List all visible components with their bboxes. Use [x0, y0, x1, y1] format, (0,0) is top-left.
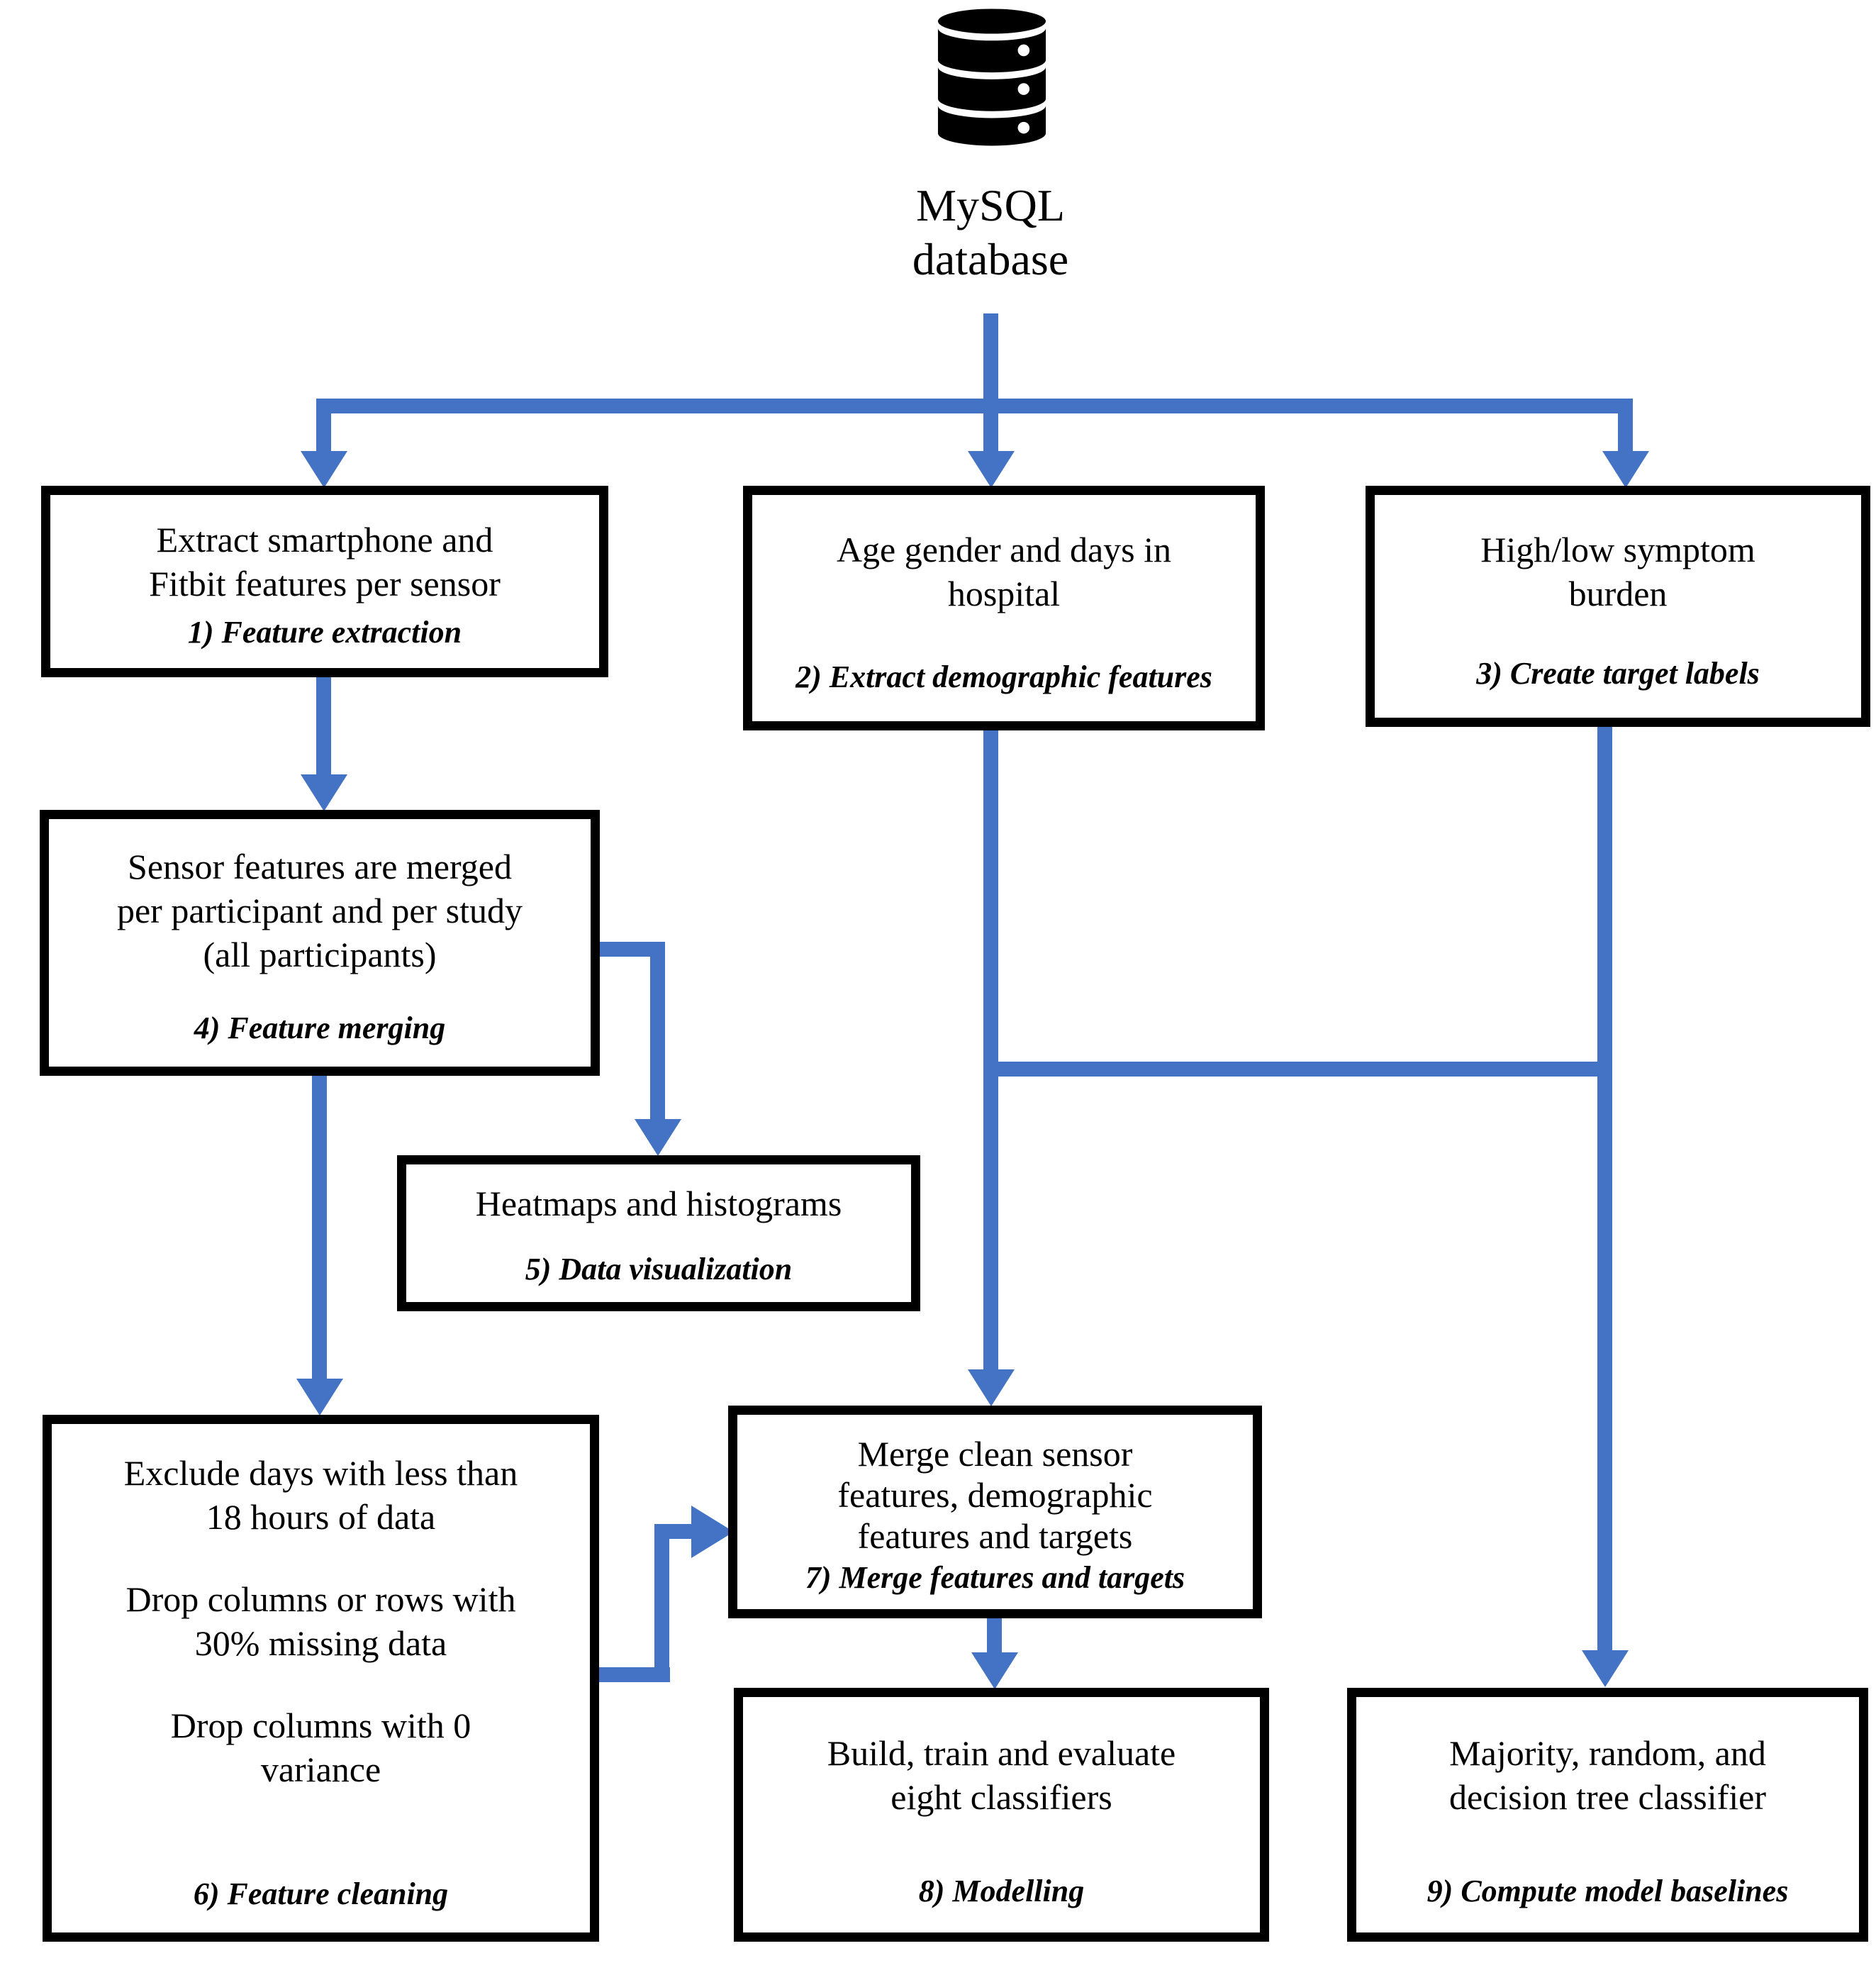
title-line: Merge clean sensor: [857, 1434, 1133, 1474]
title-line: (all participants): [203, 935, 437, 974]
node-title: Sensor features are merged per participa…: [117, 845, 523, 977]
node-data-visualization: Heatmaps and histograms 5) Data visualiz…: [397, 1155, 920, 1311]
arrowhead-into-feature-merging: [301, 774, 347, 811]
step-label: 5) Data visualization: [525, 1252, 793, 1286]
connector-cleaning-to-merge-h2: [654, 1524, 693, 1539]
arrowhead-into-model-baselines: [1582, 1650, 1629, 1687]
connector-drop-right: [1618, 413, 1633, 454]
connector-demographics-to-merge: [983, 730, 998, 1370]
title-line: features, demographic: [837, 1475, 1153, 1515]
node-title: Extract smartphone and Fitbit features p…: [149, 518, 501, 606]
connector-merging-to-visualization-v: [650, 942, 665, 1120]
step-label: 4) Feature merging: [194, 1011, 446, 1045]
connector-cleaning-to-merge-v: [654, 1524, 669, 1682]
arrowhead-into-target-labels: [1602, 451, 1649, 488]
arrowhead-into-merge-features-targets: [968, 1369, 1015, 1406]
node-merge-features-targets: Merge clean sensor features, demographic…: [728, 1406, 1262, 1618]
title-line: Sensor features are merged: [128, 847, 512, 886]
step-label: 2) Extract demographic features: [795, 660, 1212, 694]
title-line: decision tree classifier: [1448, 1777, 1767, 1817]
node-model-baselines: Majority, random, and decision tree clas…: [1347, 1688, 1868, 1942]
title-line: Build, train and evaluate: [827, 1733, 1176, 1773]
title-line: per participant and per study: [116, 891, 523, 930]
node-feature-cleaning: Exclude days with less than 18 hours of …: [43, 1415, 599, 1942]
connector-merging-to-visualization-h: [600, 942, 665, 957]
title-line: burden: [1568, 574, 1668, 613]
database-label-line: database: [912, 234, 1069, 284]
node-feature-merging: Sensor features are merged per participa…: [40, 810, 600, 1076]
title-line: Extract smartphone and: [156, 520, 493, 560]
arrowhead-into-demographic-features: [968, 451, 1015, 488]
node-demographic-features: Age gender and days in hospital 2) Extra…: [743, 486, 1265, 730]
title-line: variance: [260, 1750, 381, 1789]
title-line: Drop columns or rows with: [125, 1579, 516, 1619]
database-icon: [937, 9, 1046, 146]
title-line: Heatmaps and histograms: [475, 1184, 842, 1223]
title-line: Drop columns with 0: [170, 1706, 471, 1745]
connector-merging-to-cleaning: [312, 1076, 327, 1379]
node-title: Exclude days with less than 18 hours of …: [124, 1451, 518, 1791]
step-label: 6) Feature cleaning: [193, 1876, 449, 1911]
step-label: 1) Feature extraction: [187, 615, 462, 650]
node-modelling: Build, train and evaluate eight classifi…: [734, 1688, 1269, 1942]
title-line: Fitbit features per sensor: [149, 564, 501, 604]
step-label: 8) Modelling: [918, 1874, 1085, 1908]
connector-db-stem: [983, 313, 998, 399]
node-title: Age gender and days in hospital: [837, 528, 1171, 616]
node-title: Heatmaps and histograms: [476, 1181, 842, 1225]
node-title: Majority, random, and decision tree clas…: [1449, 1731, 1766, 1819]
title-line: 30% missing data: [194, 1623, 447, 1663]
database-label: MySQL database: [778, 179, 1203, 287]
title-line: Exclude days with less than: [123, 1453, 518, 1493]
connector-cleaning-to-merge-h1: [599, 1667, 670, 1682]
node-title: Merge clean sensor features, demographic…: [837, 1433, 1152, 1557]
connector-merge-to-modelling: [987, 1618, 1002, 1654]
title-line: Majority, random, and: [1449, 1733, 1766, 1773]
node-target-labels: High/low symptom burden 3) Create target…: [1366, 486, 1870, 727]
connector-drop-middle: [983, 413, 998, 454]
connector-drop-left: [316, 413, 331, 454]
title-line: Age gender and days in: [836, 530, 1172, 569]
cleaning-rule: Exclude days with less than 18 hours of …: [124, 1451, 518, 1539]
connector-targets-junction-bar: [983, 1062, 1612, 1077]
node-title: Build, train and evaluate eight classifi…: [827, 1731, 1176, 1819]
database-label-line: MySQL: [916, 180, 1065, 230]
title-line: eight classifiers: [890, 1777, 1112, 1817]
node-feature-extraction: Extract smartphone and Fitbit features p…: [41, 486, 608, 677]
arrowhead-into-modelling: [971, 1652, 1018, 1689]
arrowhead-into-data-visualization: [635, 1119, 681, 1156]
title-line: features and targets: [857, 1516, 1133, 1556]
step-label: 3) Create target labels: [1476, 656, 1760, 691]
connector-targets-to-baselines: [1597, 727, 1612, 1650]
arrowhead-into-feature-cleaning: [296, 1379, 343, 1416]
arrowhead-right-into-merge: [691, 1506, 734, 1558]
arrowhead-into-feature-extraction: [301, 451, 347, 488]
cleaning-rule: Drop columns with 0 variance: [124, 1703, 518, 1791]
cleaning-rule: Drop columns or rows with 30% missing da…: [124, 1577, 518, 1665]
step-label: 7) Merge features and targets: [805, 1560, 1185, 1595]
node-title: High/low symptom burden: [1480, 528, 1755, 616]
title-line: 18 hours of data: [206, 1497, 436, 1537]
title-line: High/low symptom: [1480, 530, 1755, 569]
connector-distribution-bar: [316, 399, 1633, 413]
title-line: hospital: [947, 574, 1061, 613]
connector-extraction-to-merging: [316, 677, 331, 774]
step-label: 9) Compute model baselines: [1426, 1874, 1789, 1908]
